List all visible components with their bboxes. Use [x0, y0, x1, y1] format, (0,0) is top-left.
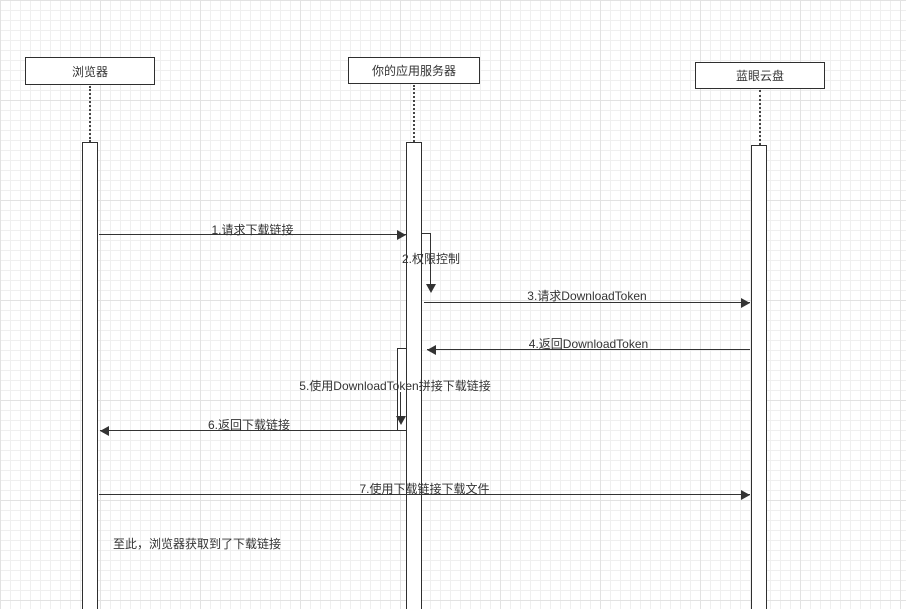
actor-box-app-server[interactable]: 你的应用服务器 — [348, 57, 480, 84]
message-7-line[interactable] — [99, 494, 750, 495]
activation-bar-app-server[interactable] — [406, 142, 422, 609]
message-2-arrowhead-down-icon — [426, 284, 436, 293]
message-7-label[interactable]: 7.使用下载链接下载文件 — [359, 482, 490, 496]
message-1-label[interactable]: 1.请求下载链接 — [211, 223, 294, 237]
message-5-label[interactable]: 5.使用DownloadToken拼接下载链接 — [299, 379, 491, 393]
message-6-arrowhead-left-icon — [100, 426, 109, 436]
message-2-label[interactable]: 2.权限控制 — [402, 252, 461, 266]
actor-box-browser[interactable]: 浏览器 — [25, 57, 155, 85]
message-5-arrowhead-down-icon — [396, 416, 406, 425]
message-6-label[interactable]: 6.返回下载链接 — [207, 418, 290, 432]
message-6-line[interactable] — [100, 430, 398, 431]
actor-label-cloud-disk: 蓝眼云盘 — [735, 69, 784, 83]
message-3-label[interactable]: 3.请求DownloadToken — [527, 289, 647, 303]
message-4-line[interactable] — [427, 349, 750, 350]
message-1-arrowhead-right-icon — [397, 230, 406, 240]
message-2-line[interactable] — [430, 234, 431, 286]
message-7-arrowhead-right-icon — [741, 490, 750, 500]
actor-label-browser: 浏览器 — [71, 64, 108, 79]
lifeline-cloud-disk — [759, 90, 761, 145]
actor-label-app-server: 你的应用服务器 — [371, 64, 456, 78]
lifeline-app-server — [413, 85, 415, 142]
actor-box-cloud-disk[interactable]: 蓝眼云盘 — [695, 62, 825, 89]
message-4-arrowhead-left-icon — [427, 345, 436, 355]
message-5-line[interactable] — [400, 392, 401, 418]
activation-bar-app-server-nested[interactable] — [397, 348, 407, 431]
activation-bar-browser[interactable] — [82, 142, 98, 609]
note-text[interactable]: 至此，浏览器获取到了下载链接 — [112, 537, 281, 551]
message-3-line[interactable] — [424, 302, 750, 303]
lifeline-browser — [89, 86, 91, 142]
message-2-connector-line — [422, 233, 431, 234]
message-4-label[interactable]: 4.返回DownloadToken — [528, 337, 649, 351]
message-1-line[interactable] — [99, 234, 406, 235]
message-3-arrowhead-right-icon — [741, 298, 750, 308]
activation-bar-cloud-disk[interactable] — [751, 145, 767, 609]
